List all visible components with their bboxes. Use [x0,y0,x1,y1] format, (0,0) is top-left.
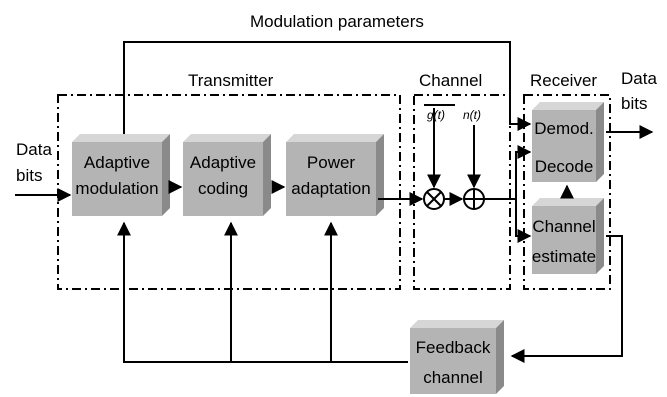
adaptive-modulation-block: Adaptive modulation [72,134,170,216]
adaptive-coding-line2: coding [198,179,248,198]
feedback-channel-line2: channel [423,368,483,387]
receiver-label: Receiver [530,71,597,90]
adaptive-modulation-line2: modulation [75,179,158,198]
feedback-return-line [510,235,623,363]
input-bits-label: bits [16,166,42,185]
modulation-parameters-label: Modulation parameters [250,12,424,31]
power-adaptation-line2: adaptation [291,179,370,198]
adaptive-coding-block: Adaptive coding [183,134,271,216]
output-bits-label: bits [621,94,647,113]
channel-estimate-block: Channel estimate [532,198,604,274]
power-adaptation-block: Power adaptation [286,134,384,216]
modulation-parameters-line [123,41,532,134]
transmitter-label: Transmitter [188,71,274,90]
noise-label: n(t) [463,108,481,122]
channel-estimate-line1: Channel [532,217,595,236]
feedback-channel-block: Feedback channel [410,320,504,394]
channel-label: Channel [419,71,482,90]
feedback-channel-line1: Feedback [416,338,491,357]
output-data-label: Data [621,69,657,88]
connectors [15,41,654,363]
adaptive-modulation-line1: Adaptive [84,153,150,172]
input-data-label: Data [16,140,52,159]
channel-estimate-line2: estimate [532,247,596,266]
power-adaptation-line1: Power [307,153,356,172]
feedback-bus [117,221,408,363]
to-estimate-arrow [515,199,532,243]
to-demod-arrow [515,145,532,199]
demod-label: Demod. [534,119,594,138]
adder-symbol [463,188,485,210]
adaptive-coding-line1: Adaptive [190,153,256,172]
multiplier-symbol [423,188,445,210]
receiver-frame [523,94,611,290]
gain-label: g(t) [427,108,445,122]
demod-decode-block: Demod. Decode [532,102,604,182]
decode-label: Decode [535,157,594,176]
